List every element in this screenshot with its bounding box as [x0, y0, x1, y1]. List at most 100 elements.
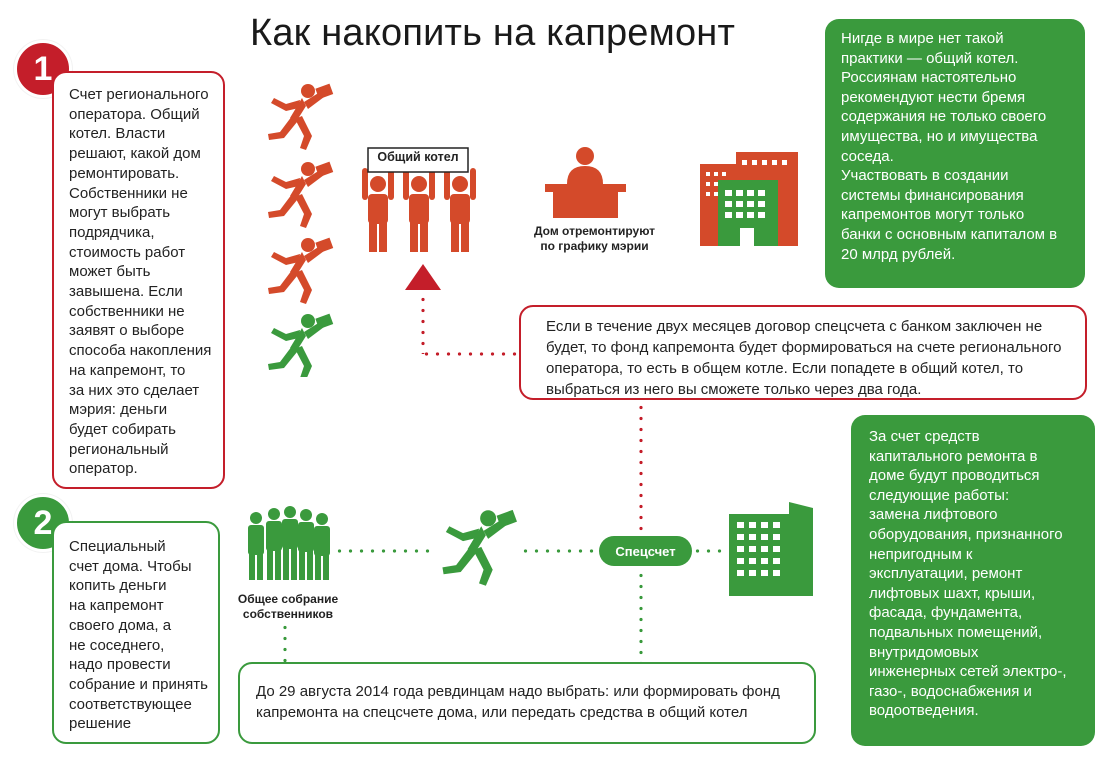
- option-2-line: решение: [69, 715, 132, 733]
- green-dotted-connector: [692, 549, 726, 553]
- option-2-line: на капремонт: [69, 597, 164, 615]
- green-panel-top-line: капремонтов могут только: [841, 206, 1025, 224]
- option-1-line: на капремонт, то: [69, 361, 186, 379]
- green-panel-bottom-line: инженерных сетей электро-,: [869, 663, 1067, 681]
- green-panel-top-line: банки с основным капиталом в: [841, 225, 1058, 243]
- option-2-line: своего дома, а: [69, 616, 172, 634]
- red-dotted-connector: [639, 402, 643, 532]
- option-1-line: Счет регионального: [69, 86, 209, 103]
- option-1-line: ремонтировать.: [69, 164, 180, 182]
- running-man-icon: [268, 313, 334, 377]
- option-1-line: завышена. Если: [69, 283, 183, 301]
- green-panel-bottom-line: водоотведения.: [869, 702, 979, 720]
- green-panel-top-line: Россиянам настоятельно: [841, 69, 1017, 87]
- owners-meeting-label-line: собственников: [242, 607, 334, 621]
- owners-meeting-label-line: Общее собрание: [237, 592, 339, 606]
- running-man-icon: [442, 509, 517, 586]
- green-panel-bottom-line: эксплуатации, ремонт: [869, 565, 1023, 583]
- two-months-line: будет, то фонд капремонта будет формиров…: [546, 339, 1062, 356]
- option-2-line: надо провести: [69, 656, 171, 674]
- red-dotted-connector: [421, 294, 425, 354]
- green-panel-bottom-line: За счет средств: [869, 428, 980, 445]
- common-pot-sign: Общий котел: [377, 150, 459, 164]
- option-1-line: заявят о выборе: [69, 322, 185, 340]
- option-2-line: не соседнего,: [69, 636, 165, 654]
- green-panel-bottom: За счет средств капитального ремонта в д…: [851, 415, 1095, 746]
- green-panel-bottom-line: лифтовых шахт, крыши,: [869, 584, 1036, 602]
- green-dotted-connector: [639, 570, 643, 662]
- city-hall-label-line: Дом отремонтируют: [533, 224, 656, 238]
- two-months-text: Если в течение двух месяцев договор спец…: [546, 316, 1076, 400]
- option-2-box: Специальный счет дома. Чтобы копить день…: [52, 521, 220, 744]
- green-panel-top-line: Нигде в мире нет такой: [841, 30, 1004, 47]
- green-dotted-connector: [520, 549, 600, 553]
- green-panel-top-line: имущества, но и имущества: [841, 127, 1038, 145]
- option-2-line: копить деньги: [69, 577, 167, 595]
- option-1-line: региональный: [69, 440, 169, 458]
- city-hall-label: Дом отремонтируют по графику мэрии: [522, 224, 667, 254]
- deadline-note: До 29 августа 2014 года ревдинцам надо в…: [238, 662, 816, 744]
- green-panel-top: Нигде в мире нет такой практики — общий …: [825, 19, 1085, 288]
- building-icon: [700, 152, 798, 246]
- option-2-line: соответствующее: [69, 695, 192, 713]
- option-1-line: решают, какой дом: [69, 145, 201, 163]
- option-1-line: оператор.: [69, 460, 138, 478]
- green-panel-bottom-line: непригодным к: [869, 545, 973, 563]
- option-2-line: счет дома. Чтобы: [69, 557, 192, 575]
- option-1-line: за них это сделает: [69, 381, 200, 399]
- option-2-line: собрание и принять: [69, 675, 208, 693]
- green-dotted-connector: [334, 549, 430, 553]
- green-panel-bottom-line: замена лифтового: [869, 506, 998, 524]
- green-panel-bottom-line: оборудования, признанного: [869, 525, 1063, 543]
- option-2-line: Специальный: [69, 538, 166, 555]
- two-months-line: выбраться из него вы сможете только чере…: [546, 381, 922, 398]
- green-panel-top-line: рекомендуют нести бремя: [841, 88, 1026, 106]
- deadline-line: До 29 августа 2014 года ревдинцам надо в…: [256, 683, 780, 700]
- red-dotted-connector: [421, 352, 521, 356]
- green-panel-top-line: 20 млрд рублей.: [841, 245, 956, 263]
- arrow-up-icon: [405, 264, 441, 290]
- green-panel-bottom-line: подвальных помещений,: [869, 623, 1043, 641]
- two-months-line: Если в течение двух месяцев договор спец…: [546, 318, 1043, 335]
- two-months-line: оператора, то есть в общем котле. Если п…: [546, 360, 1024, 377]
- option-1-line: собственники не: [69, 302, 185, 320]
- green-panel-bottom-line: следующие работы:: [869, 486, 1010, 504]
- deadline-line: капремонта на спецсчете дома, или переда…: [256, 704, 748, 721]
- option-1-box: Счет регионального оператора. Общий коте…: [52, 71, 225, 489]
- green-panel-top-line: содержания не только своего: [841, 108, 1047, 126]
- option-1-line: Собственники не: [69, 184, 188, 202]
- option-1-line: оператора. Общий: [69, 105, 200, 123]
- running-man-icon: [268, 237, 334, 304]
- option-1-text: Счет регионального оператора. Общий коте…: [69, 85, 224, 479]
- deadline-text: До 29 августа 2014 года ревдинцам надо в…: [256, 681, 806, 723]
- common-pot-holders-icon: [362, 147, 476, 252]
- two-months-note: Если в течение двух месяцев договор спец…: [519, 305, 1087, 400]
- option-1-line: может быть: [69, 263, 151, 281]
- crowd-icon: [248, 506, 330, 580]
- green-panel-top-line: Участвовать в создании: [841, 167, 1009, 185]
- running-men-column: [268, 83, 334, 377]
- option-1-line: будет собирать: [69, 420, 176, 438]
- page-title: Как накопить на капремонт: [250, 12, 736, 54]
- option-1-line: подрядчика,: [69, 223, 155, 241]
- green-panel-bottom-line: доме будут проводиться: [869, 467, 1040, 485]
- green-panel-top-line: практики — общий котел.: [841, 49, 1019, 67]
- special-account-pill: Спецсчет: [599, 536, 692, 566]
- green-panel-bottom-line: внутридомовых: [869, 643, 979, 661]
- option-1-line: способа накопления: [69, 342, 212, 360]
- option-1-line: котел. Власти: [69, 125, 166, 143]
- green-panel-bottom-line: газо-, водоснабжения и: [869, 682, 1032, 700]
- official-desk-icon: [545, 147, 626, 218]
- owners-meeting-label: Общее собрание собственников: [232, 592, 344, 622]
- green-dotted-connector: [283, 622, 287, 664]
- option-1-line: мэрия: деньги: [69, 401, 168, 419]
- running-man-icon: [268, 83, 334, 150]
- running-man-icon: [268, 161, 334, 228]
- green-panel-top-line: системы финансирования: [841, 186, 1024, 204]
- building-icon: [729, 502, 813, 596]
- option-2-text: Специальный счет дома. Чтобы копить день…: [69, 537, 219, 734]
- step-1-badge: 1: [14, 40, 72, 98]
- option-1-line: стоимость работ: [69, 243, 186, 261]
- green-panel-top-line: соседа.: [841, 147, 894, 165]
- option-1-line: могут выбрать: [69, 204, 171, 222]
